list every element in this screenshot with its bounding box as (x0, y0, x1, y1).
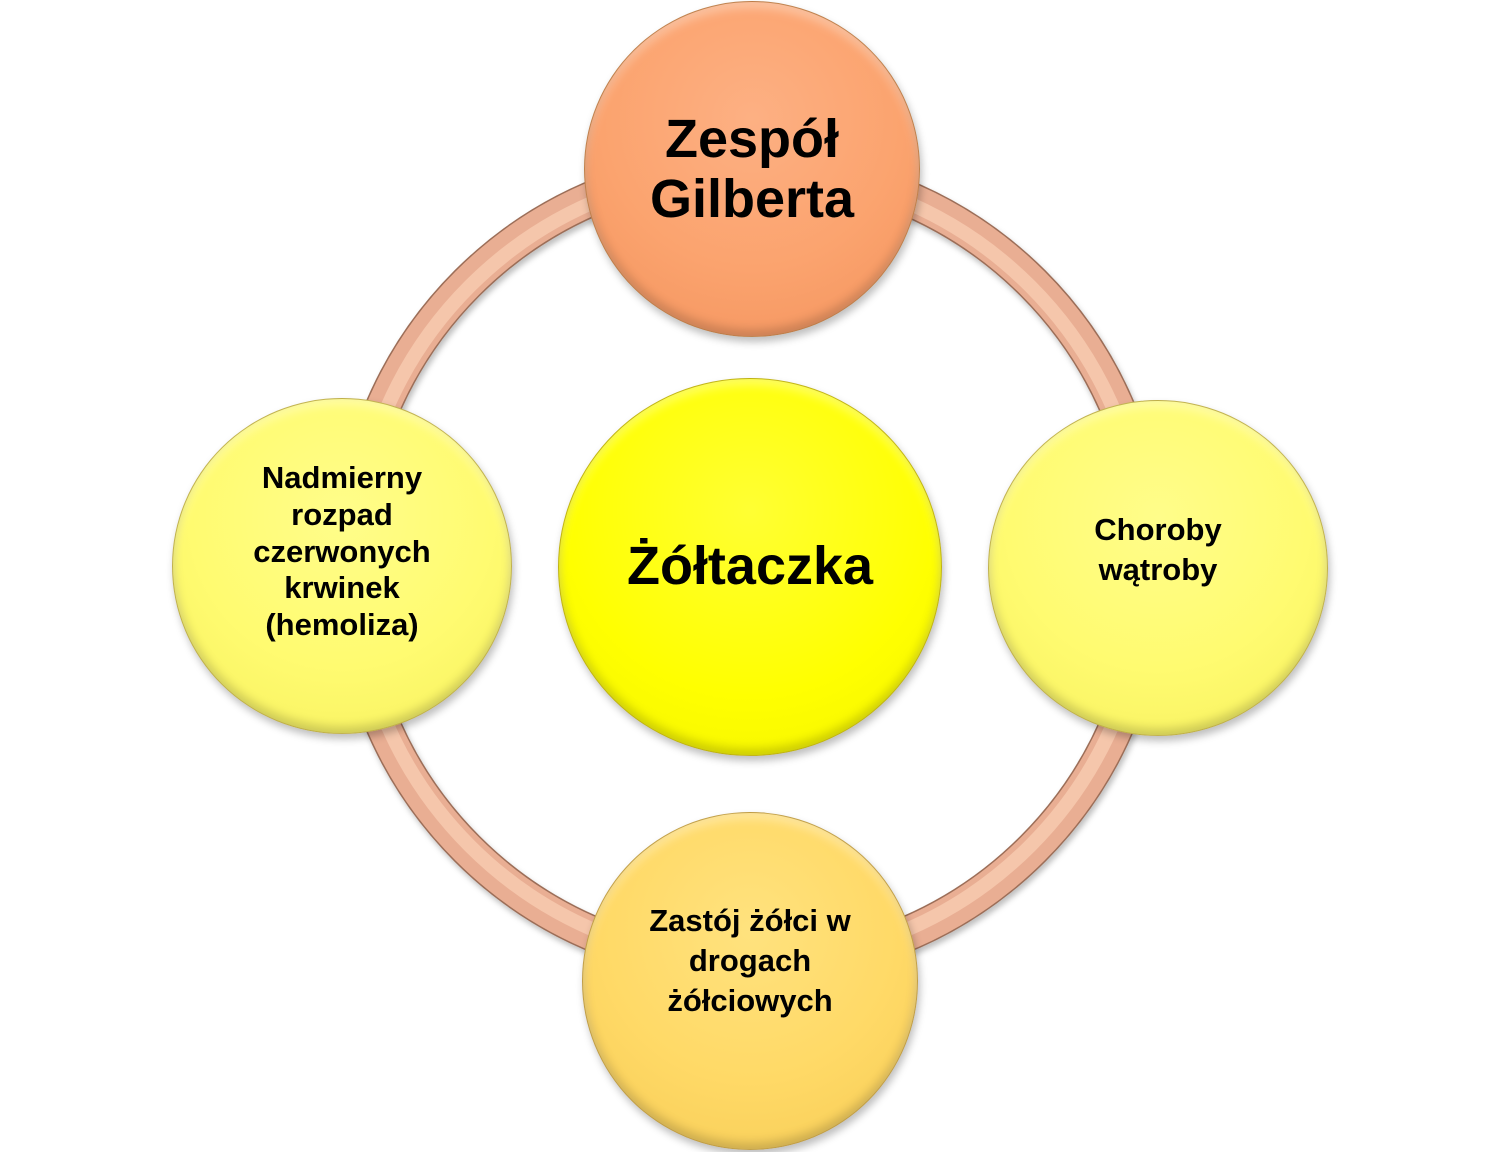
node-zespol-gilberta: Zespół Gilberta (584, 1, 920, 337)
node-label: Zespół Gilberta (649, 108, 855, 229)
node-label: Choroby wątroby (1094, 512, 1222, 587)
center-label: Żółtaczka (626, 536, 874, 597)
node-label: Zastój żółci w drogach żółciowych (649, 902, 851, 1019)
node-zastoj-zolci: Zastój żółci w drogach żółciowych (582, 812, 918, 1150)
node-hemoliza: Nadmierny rozpad czerwonych krwinek (hem… (172, 398, 512, 734)
node-zoltaczka-center: Żółtaczka (558, 378, 942, 756)
node-label: Nadmierny rozpad czerwonych krwinek (hem… (253, 459, 431, 643)
node-choroby-watroby: Choroby wątroby (988, 400, 1328, 736)
